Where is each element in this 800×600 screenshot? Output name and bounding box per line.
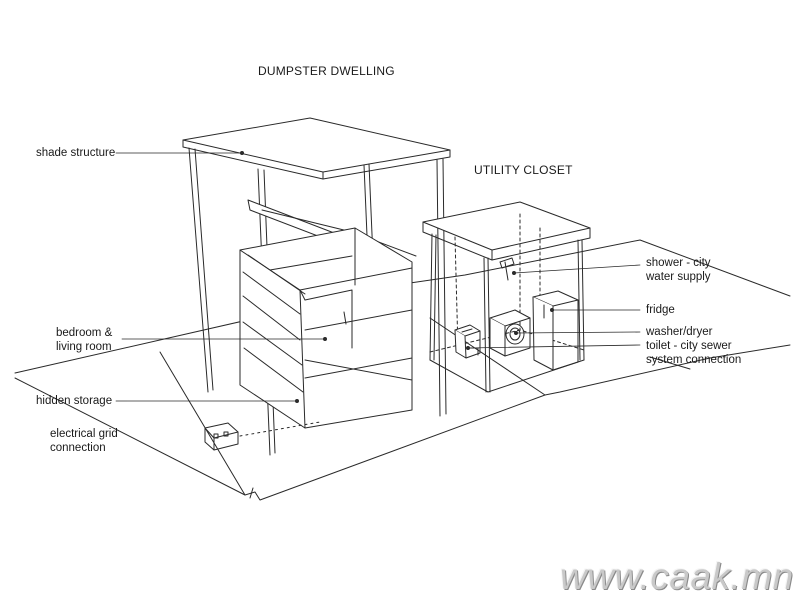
- watermark: www.caak.mn: [560, 556, 794, 597]
- washer-dryer-label: washer/dryer: [646, 326, 713, 338]
- bedroom-label-line2: living room: [56, 341, 112, 353]
- utility-closet: [422, 201, 591, 393]
- electrical-grid-label: electrical grid connection: [50, 427, 118, 455]
- bedroom-label-line1: bedroom &: [56, 327, 113, 339]
- grid-label-line2: connection: [50, 442, 106, 454]
- dumpster-dwelling-title: DUMPSTER DWELLING: [258, 64, 395, 78]
- shower-label: shower - city water supply: [646, 256, 711, 284]
- shower-label-line2: water supply: [646, 271, 711, 283]
- grid-label-line1: electrical grid: [50, 428, 118, 440]
- shower-label-line1: shower - city: [646, 257, 711, 269]
- bedroom-living-room-label: bedroom & living room: [56, 326, 112, 354]
- electrical-box: [204, 422, 239, 451]
- leader-lines: [115, 150, 641, 403]
- dumpster: [239, 199, 417, 429]
- fridge-label: fridge: [646, 304, 675, 316]
- electrical-cable: [239, 421, 321, 437]
- hidden-storage-label: hidden storage: [36, 395, 113, 407]
- toilet-label-line1: toilet - city sewer: [646, 340, 732, 352]
- shade-structure-label: shade structure: [36, 147, 116, 159]
- utility-closet-title: UTILITY CLOSET: [474, 163, 573, 177]
- toilet-label: toilet - city sewer system connection: [646, 339, 741, 367]
- toilet-label-line2: system connection: [646, 354, 742, 366]
